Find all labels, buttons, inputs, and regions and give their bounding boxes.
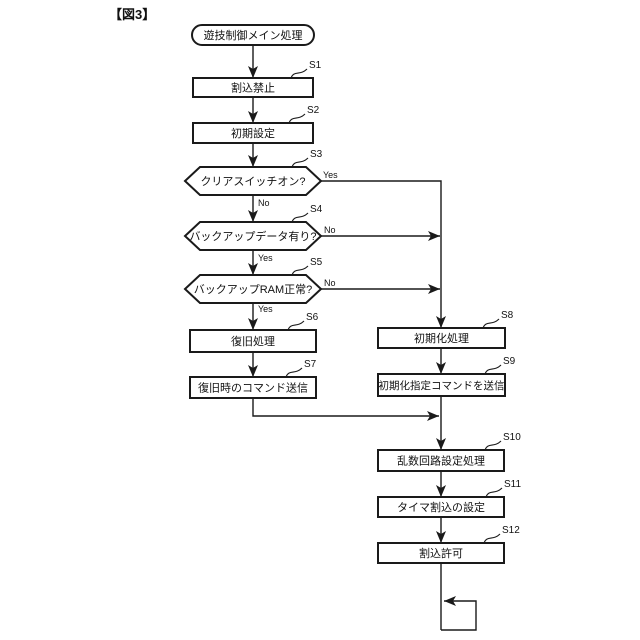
branch-s5-no: No (324, 278, 336, 288)
process-s7-text: 復旧時のコマンド送信 (198, 381, 308, 395)
step-label-s8: S8 (501, 310, 514, 321)
step-label-s12: S12 (502, 525, 520, 536)
connectors (248, 45, 477, 631)
edge-main-loop (441, 596, 477, 631)
decision-s5 (183, 274, 323, 304)
step-label-s7: S7 (304, 359, 317, 370)
squiggle-s10 (484, 440, 502, 451)
squiggle-s6 (287, 320, 305, 331)
branch-s4-no: No (324, 225, 336, 235)
process-s6 (189, 329, 317, 353)
step-label-s3: S3 (310, 149, 323, 160)
step-label-s5: S5 (310, 257, 323, 268)
squiggle-s11 (485, 487, 503, 498)
squiggle-s5 (291, 265, 309, 276)
squiggle-s4 (291, 212, 309, 223)
step-label-s4: S4 (310, 204, 323, 215)
step-label-s6: S6 (306, 312, 319, 323)
process-s9 (377, 373, 506, 397)
process-s2-text: 初期設定 (231, 126, 275, 140)
process-s10 (377, 449, 505, 472)
node-shapes (183, 24, 506, 564)
process-s11-text: タイマ割込の設定 (397, 500, 485, 514)
branch-labels: Yes No No Yes No Yes (258, 170, 338, 314)
process-s8-text: 初期化処理 (414, 331, 469, 345)
process-s9-text: 初期化指定コマンドを送信 (379, 379, 505, 392)
squiggle-s7 (285, 367, 303, 378)
step-label-s10: S10 (503, 432, 521, 443)
process-s6-text: 復旧処理 (231, 335, 275, 348)
decision-s4 (183, 221, 323, 251)
branch-s4-yes: Yes (258, 253, 273, 263)
process-s11 (377, 496, 505, 518)
squiggle-s3 (291, 157, 309, 168)
process-s12-text: 割込許可 (419, 546, 463, 560)
process-s10-text: 乱数回路設定処理 (397, 454, 485, 468)
squiggle-s2 (288, 113, 306, 124)
process-s7 (189, 376, 317, 399)
step-label-s11: S11 (504, 479, 521, 490)
process-s8 (377, 327, 506, 349)
process-s1 (192, 77, 314, 98)
squiggle-s1 (290, 68, 308, 79)
branch-s3-no: No (258, 198, 270, 208)
process-s1-text: 割込禁止 (231, 81, 275, 95)
figure-title: 【図3】 (109, 7, 155, 22)
process-s12 (377, 542, 505, 564)
node-texts: 【図3】 遊技制御メイン処理 割込禁止 初期設定 クリアスイッチオン? バックア… (109, 7, 505, 560)
step-label-s9: S9 (503, 356, 516, 367)
edge-s7-to-merge (252, 398, 439, 421)
branch-s3-yes: Yes (323, 170, 338, 180)
terminal-start-text: 遊技制御メイン処理 (204, 28, 303, 42)
squiggle-s9 (484, 364, 502, 375)
label-squiggles (285, 68, 503, 544)
decision-s3-text: クリアスイッチオン? (200, 175, 305, 188)
terminal-start (191, 24, 315, 46)
step-label-s1: S1 (309, 60, 322, 71)
squiggle-s8 (482, 318, 500, 329)
squiggle-s12 (483, 533, 501, 544)
decision-s4-text: バックアップデータ有り? (189, 229, 316, 243)
process-s2 (192, 122, 314, 144)
edge-s3-yes-to-s8 (321, 180, 446, 328)
decision-s3 (183, 166, 323, 196)
step-label-s2: S2 (307, 105, 320, 116)
branch-s5-yes: Yes (258, 304, 273, 314)
step-labels: S1 S2 S3 S4 S5 S6 S7 S8 S9 S10 S11 S12 (304, 60, 521, 536)
decision-s5-text: バックアップRAM正常? (194, 283, 313, 296)
